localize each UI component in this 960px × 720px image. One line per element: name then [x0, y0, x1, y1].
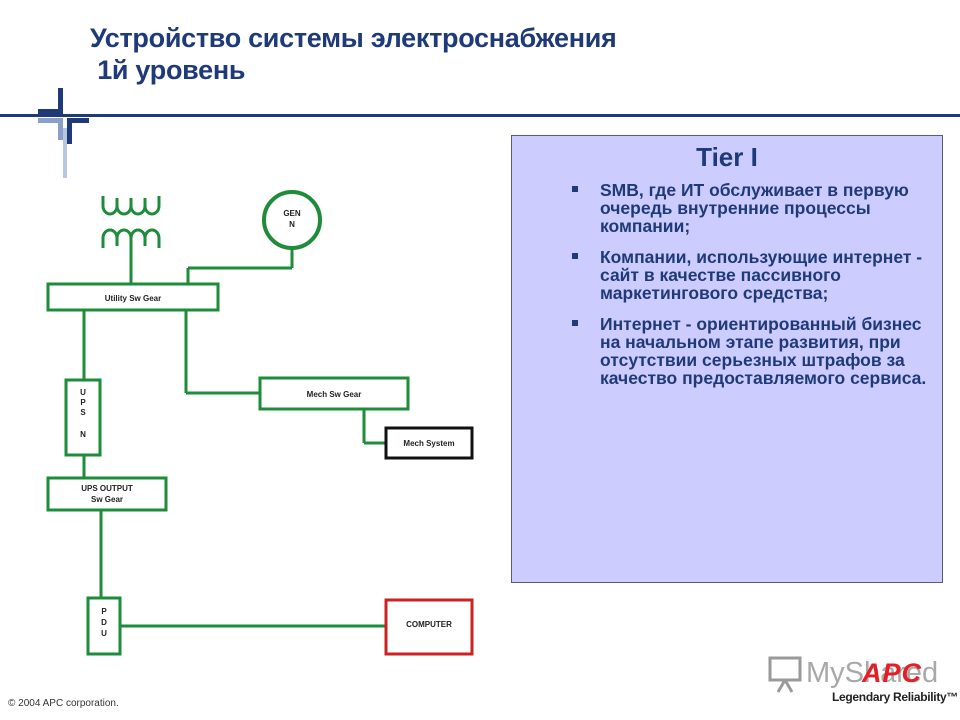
- pdu-box: [86, 596, 122, 656]
- ups-letter: P: [80, 398, 86, 407]
- tier-heading: Tier I: [696, 142, 758, 172]
- bullet-item: Интернет - ориентированный бизнес на нач…: [572, 314, 940, 388]
- transformer-bottom-coil: [101, 228, 161, 248]
- tagline: Legendary Reliability™: [832, 690, 959, 704]
- bullet-text: Интернет - ориентированный бизнес на нач…: [600, 314, 927, 388]
- square-bullet-icon: [572, 186, 578, 192]
- utility-sw-gear-label: Utility Sw Gear: [105, 294, 161, 303]
- mech-sw-gear-label: Mech Sw Gear: [307, 390, 362, 399]
- watermark-text: MyShared: [806, 657, 939, 689]
- pdu-letter: U: [101, 629, 107, 638]
- pdu-letter: D: [101, 618, 107, 627]
- generator-label-line-2: N: [289, 220, 295, 229]
- presentation-icon: [768, 656, 802, 693]
- apc-logo: APC: [861, 660, 922, 684]
- bullet-text: SMB, где ИТ обслуживает в первую очередь…: [600, 180, 909, 236]
- slide-title: Устройство системы электроснабжения 1й у…: [90, 22, 617, 86]
- bullet-item: SMB, где ИТ обслуживает в первую очередь…: [572, 180, 940, 236]
- mech-system-label: Mech System: [403, 439, 454, 448]
- ups-output-label-line-2: Sw Gear: [91, 495, 123, 504]
- ups-letter: S: [80, 408, 86, 417]
- slide-title-line-1: Устройство системы электроснабжения: [90, 23, 617, 53]
- bullet-text: Компании, использующие интернет - сайт в…: [600, 247, 923, 303]
- mech-sw-gear-box: [258, 376, 410, 411]
- apc-logo-text: APC: [861, 660, 922, 684]
- ups-output-label-line-1: UPS OUTPUT: [81, 484, 133, 493]
- square-bullet-icon: [572, 320, 578, 326]
- pdu-letter: P: [101, 607, 107, 616]
- square-bullet-icon: [572, 253, 578, 259]
- tier-bullet-list: SMB, где ИТ обслуживает в первую очередь…: [568, 181, 940, 400]
- computer-box: [384, 598, 474, 656]
- ups-letter: U: [80, 388, 86, 397]
- ups-n-box: [64, 378, 102, 457]
- generator-label-line-1: GEN: [283, 209, 301, 218]
- copyright-text: © 2004 APC corporation.: [8, 698, 119, 709]
- cross-logo-icon: [38, 88, 89, 178]
- power-diagram: GEN N Utility Sw Gear U P S N Mech Sw Ge…: [46, 190, 474, 656]
- utility-sw-gear-box: [46, 282, 220, 312]
- tier-info-box: Tier I SMB, где ИТ обслуживает в первую …: [511, 135, 943, 583]
- slide-title-line-2: 1й уровень: [90, 55, 246, 85]
- bullet-item: Компании, использующие интернет - сайт в…: [572, 247, 940, 303]
- tagline-text: Legendary Reliability: [832, 690, 947, 704]
- ups-letter: N: [80, 430, 86, 439]
- mech-system-box: [384, 426, 474, 460]
- transformer-top-coil: [101, 196, 161, 216]
- generator-node: [262, 190, 322, 250]
- title-underline: [0, 114, 960, 117]
- computer-label: COMPUTER: [406, 620, 452, 629]
- ups-output-sw-gear-box: [46, 476, 168, 512]
